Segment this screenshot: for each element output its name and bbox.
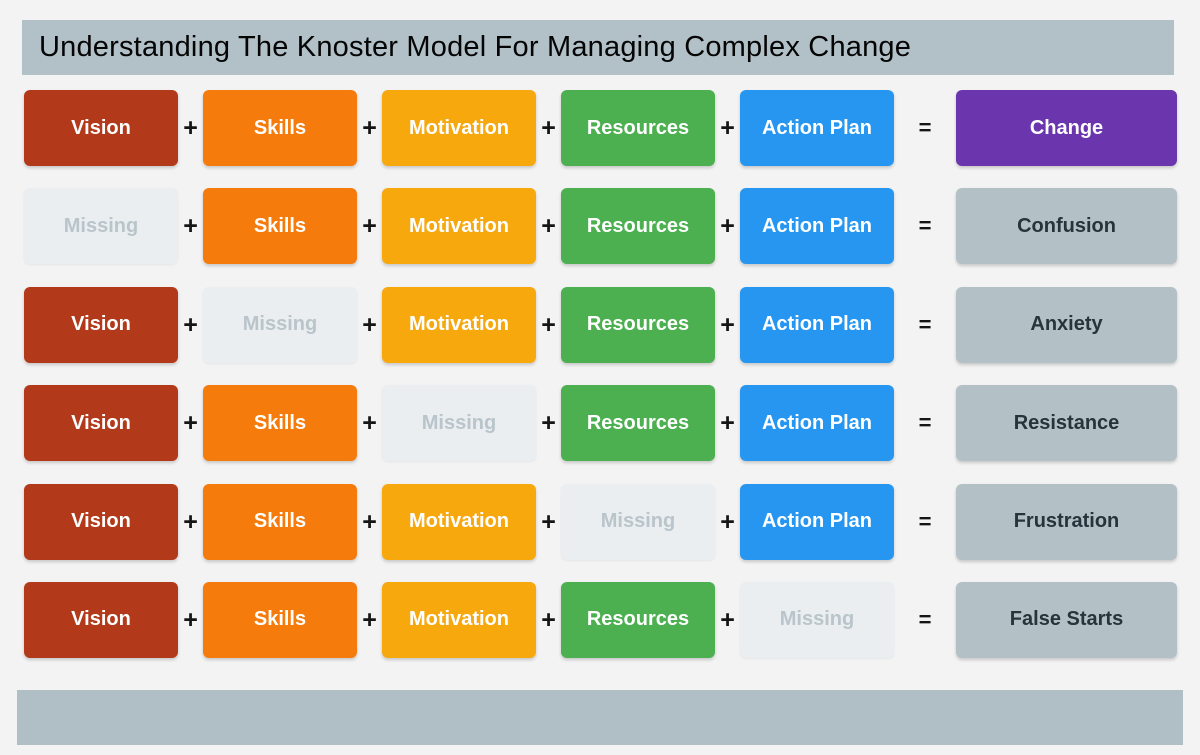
plus-icon: + — [541, 507, 556, 536]
plus-icon: + — [362, 605, 377, 634]
plus-icon: + — [362, 212, 377, 241]
equals-icon: = — [918, 311, 932, 337]
result-box: Confusion — [956, 188, 1177, 265]
plus-icon: + — [183, 409, 198, 438]
component-box: Motivation — [382, 286, 536, 363]
component-box: Motivation — [382, 581, 536, 658]
component-box: Resources — [561, 385, 715, 462]
component-box: Resources — [561, 286, 715, 363]
component-box: Action Plan — [740, 188, 894, 265]
component-box: Resources — [561, 581, 715, 658]
plus-icon: + — [720, 605, 735, 634]
equals-icon: = — [918, 213, 932, 239]
plus-icon: + — [541, 212, 556, 241]
component-box: Vision — [24, 90, 178, 166]
knoster-row-6: Vision + Skills + Motivation + Resources… — [24, 581, 1177, 658]
plus-icon: + — [183, 605, 198, 634]
plus-icon: + — [362, 507, 377, 536]
component-box: Resources — [561, 188, 715, 265]
knoster-row-2: Missing + Skills + Motivation + Resource… — [24, 188, 1177, 265]
component-box: Missing — [24, 188, 178, 265]
result-box: Anxiety — [956, 286, 1177, 363]
component-box: Motivation — [382, 483, 536, 560]
component-box: Skills — [203, 483, 357, 560]
result-box: Resistance — [956, 385, 1177, 462]
component-box: Action Plan — [740, 90, 894, 166]
component-box: Vision — [24, 385, 178, 462]
plus-icon: + — [541, 605, 556, 634]
component-box: Skills — [203, 90, 357, 166]
knoster-row-3: Vision + Missing + Motivation + Resource… — [24, 286, 1177, 363]
plus-icon: + — [183, 114, 198, 142]
equals-icon: = — [918, 508, 932, 534]
plus-icon: + — [720, 114, 735, 142]
plus-icon: + — [720, 212, 735, 241]
plus-icon: + — [183, 507, 198, 536]
equals-icon: = — [918, 115, 932, 140]
plus-icon: + — [541, 409, 556, 438]
plus-icon: + — [362, 114, 377, 142]
knoster-row-4: Vision + Skills + Missing + Resources + … — [24, 385, 1177, 462]
title-bar: Understanding The Knoster Model For Mana… — [22, 20, 1174, 75]
component-box: Skills — [203, 581, 357, 658]
plus-icon: + — [183, 310, 198, 339]
plus-icon: + — [183, 212, 198, 241]
plus-icon: + — [720, 507, 735, 536]
component-box: Skills — [203, 188, 357, 265]
plus-icon: + — [720, 409, 735, 438]
component-box: Action Plan — [740, 385, 894, 462]
component-box: Motivation — [382, 188, 536, 265]
component-box: Missing — [382, 385, 536, 462]
knoster-row-5: Vision + Skills + Motivation + Missing +… — [24, 483, 1177, 560]
knoster-model-grid: Vision + Skills + Motivation + Resources… — [24, 90, 1177, 680]
equals-icon: = — [918, 606, 932, 632]
component-box: Resources — [561, 90, 715, 166]
component-box: Missing — [203, 286, 357, 363]
result-box: Change — [956, 90, 1177, 166]
component-box: Missing — [561, 483, 715, 560]
knoster-row-1: Vision + Skills + Motivation + Resources… — [24, 90, 1177, 166]
page-title: Understanding The Knoster Model For Mana… — [39, 31, 912, 63]
component-box: Vision — [24, 581, 178, 658]
component-box: Action Plan — [740, 286, 894, 363]
component-box: Motivation — [382, 90, 536, 166]
footer-bar — [17, 690, 1183, 745]
component-box: Action Plan — [740, 483, 894, 560]
plus-icon: + — [362, 310, 377, 339]
component-box: Missing — [740, 581, 894, 658]
component-box: Vision — [24, 483, 178, 560]
plus-icon: + — [541, 310, 556, 339]
equals-icon: = — [918, 410, 932, 436]
result-box: Frustration — [956, 483, 1177, 560]
component-box: Vision — [24, 286, 178, 363]
plus-icon: + — [362, 409, 377, 438]
plus-icon: + — [720, 310, 735, 339]
plus-icon: + — [541, 114, 556, 142]
component-box: Skills — [203, 385, 357, 462]
result-box: False Starts — [956, 581, 1177, 658]
